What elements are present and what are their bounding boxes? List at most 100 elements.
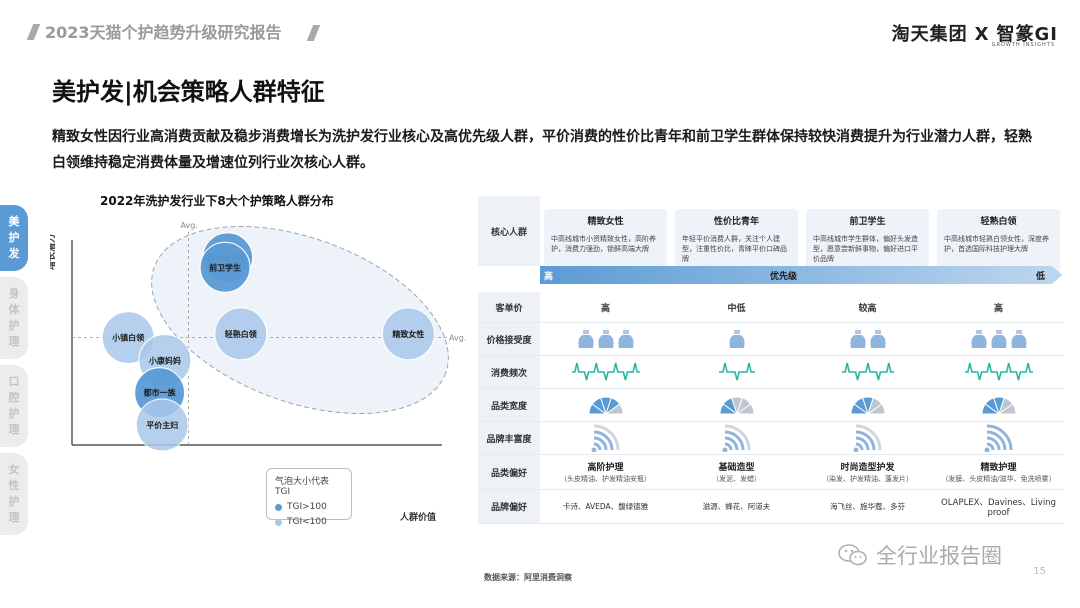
segment-name: 性价比青年 — [713, 217, 759, 227]
table-cell — [802, 394, 933, 416]
segment-name: 精致女性 — [587, 217, 624, 227]
side-tab-char: 护 — [8, 407, 20, 420]
signal-arc — [986, 430, 1006, 451]
priority-label: 优先级 — [770, 272, 798, 282]
priority-high: 高 — [544, 272, 554, 282]
pulse-icon — [571, 362, 640, 381]
segment-name: 前卫学生 — [849, 217, 886, 227]
side-tab-char: 体 — [8, 303, 20, 316]
category-pref-sub: （头皮精油、护发精油安瓶） — [560, 475, 651, 483]
signal-dot — [591, 447, 596, 452]
category-pref-main: 时尚造型护发 — [840, 463, 895, 473]
side-tab-char: 女 — [8, 463, 20, 476]
brand-x: X — [974, 24, 990, 45]
bubble-label-7: 平价主妇 — [146, 420, 178, 430]
y-axis-label: 增长潜力 — [50, 234, 57, 270]
table-row-1: 价格接受度 — [478, 323, 1064, 356]
side-tab-3[interactable]: 女性护理 — [0, 453, 28, 535]
table-row-2: 消费频次 — [478, 356, 1064, 389]
table-cell: OLAPLEX、Davines、Living proof — [941, 497, 1056, 518]
priority-bar: 高 优先级 低 — [540, 266, 1062, 284]
side-tab-char: 发 — [8, 247, 20, 260]
page-number: 15 — [1033, 566, 1046, 577]
money-bag-icon — [578, 330, 633, 348]
signal-arc — [855, 424, 881, 451]
page-description: 精致女性因行业高消费贡献及稳步消费增长为洗护发行业核心及高优先级人群，平价消费的… — [52, 129, 1032, 171]
legend-title: 气泡大小代表TGI — [275, 477, 330, 497]
watermark: 全行业报告圈 — [838, 540, 1002, 570]
side-tabs: 美护发身体护理口腔护理女性护理 — [0, 205, 28, 541]
table-cell — [802, 424, 933, 452]
pulse-line — [718, 362, 755, 381]
category-pref-main: 基础造型 — [718, 463, 755, 473]
table-cell — [933, 424, 1064, 452]
money-bag — [598, 330, 613, 348]
segment-name: 轻熟白领 — [980, 217, 1017, 227]
priority-arrow-icon — [1052, 266, 1062, 284]
brand-gi: 智篆GI — [996, 24, 1058, 45]
signal-arc — [724, 442, 732, 451]
signal-arc — [986, 424, 1012, 451]
segment-desc: 中高线城市小资精致女性，高阶养护，消费力强劲，锁鲜高端大牌 — [551, 235, 656, 253]
chart-title: 2022年洗护发行业下8大个护策略人群分布 — [100, 194, 334, 208]
category-pref: 时尚造型护发（染发、护发精油、蓬发片） — [822, 460, 913, 484]
table-cell — [671, 360, 802, 384]
row-label: 消费频次 — [478, 356, 540, 388]
fan-segment — [996, 403, 1017, 415]
table-cell: 基础造型（发泥、发蜡） — [671, 460, 802, 484]
table-cell: 卡诗、AVEDA、馥绿德雅 — [562, 502, 649, 511]
table-row-4: 品牌丰富度 — [478, 422, 1064, 455]
legend-item-high: TGI>100 — [275, 500, 343, 515]
report-title-text: 2023天猫个护趋势升级研究报告 — [45, 23, 282, 42]
legend-label-low: TGI<100 — [287, 517, 327, 527]
row-label: 价格接受度 — [478, 323, 540, 355]
watermark-text: 全行业报告圈 — [876, 544, 1002, 568]
scatter-chart: Avg.Avg.增长潜力人群价值性价比青年前卫学生轻熟白领精致女性小镇白领小康妈… — [50, 221, 466, 523]
signal-dot — [853, 447, 858, 452]
segment-table: 核心人群 精致女性中高线城市小资精致女性，高阶养护，消费力强劲，锁鲜高端大牌 性价… — [478, 192, 1064, 524]
side-tab-char: 性 — [8, 479, 20, 492]
table-cell — [540, 327, 671, 351]
side-tab-2[interactable]: 口腔护理 — [0, 365, 28, 447]
bubble-label-2: 轻熟白领 — [225, 329, 257, 339]
signal-arc — [724, 436, 738, 451]
signal-arc — [986, 436, 1000, 451]
bubble-1 — [199, 241, 251, 293]
pulse-icon — [841, 362, 894, 381]
table-cell: 精致护理（发膜、头皮精油/滋华、免洗喷雾） — [933, 460, 1064, 484]
side-tab-char: 理 — [8, 511, 20, 524]
side-tab-1[interactable]: 身体护理 — [0, 277, 28, 359]
priority-bar-fill — [540, 266, 1052, 284]
signal-arc — [855, 430, 875, 451]
chart-legend: 气泡大小代表TGI TGI>100 TGI<100 — [266, 468, 352, 527]
side-tab-char: 口 — [8, 375, 20, 388]
legend-dot-high — [275, 504, 282, 511]
signal-dot — [984, 447, 989, 452]
signal-arc — [593, 424, 619, 451]
bubble-label-6: 都市一族 — [143, 388, 177, 398]
money-bag — [618, 330, 633, 348]
table-cell — [802, 327, 933, 351]
brand-subtitle: GROWTH INSIGHTS — [991, 42, 1055, 48]
bubble-label-1: 前卫学生 — [209, 262, 241, 272]
money-bag — [1011, 330, 1026, 348]
fan-segment — [603, 403, 624, 415]
table-cell — [540, 424, 671, 452]
table-cell — [671, 424, 802, 452]
signal-icon — [722, 424, 750, 452]
signal-arc — [593, 430, 613, 451]
data-source: 数据来源：阿里消费洞察 — [484, 573, 572, 582]
pulse-icon — [718, 362, 755, 381]
side-tab-char: 腔 — [8, 391, 20, 404]
category-pref-main: 精致护理 — [980, 463, 1017, 473]
money-bag-icon — [971, 330, 1026, 348]
row-label-core: 核心人群 — [478, 196, 540, 266]
pulse-line — [571, 362, 640, 381]
side-tab-0[interactable]: 美护发 — [0, 205, 28, 271]
table-row-core: 核心人群 精致女性中高线城市小资精致女性，高阶养护，消费力强劲，锁鲜高端大牌 性价… — [478, 192, 1064, 292]
money-bag — [729, 330, 744, 348]
legend-dot-low — [275, 519, 282, 526]
signal-icon — [591, 424, 619, 452]
